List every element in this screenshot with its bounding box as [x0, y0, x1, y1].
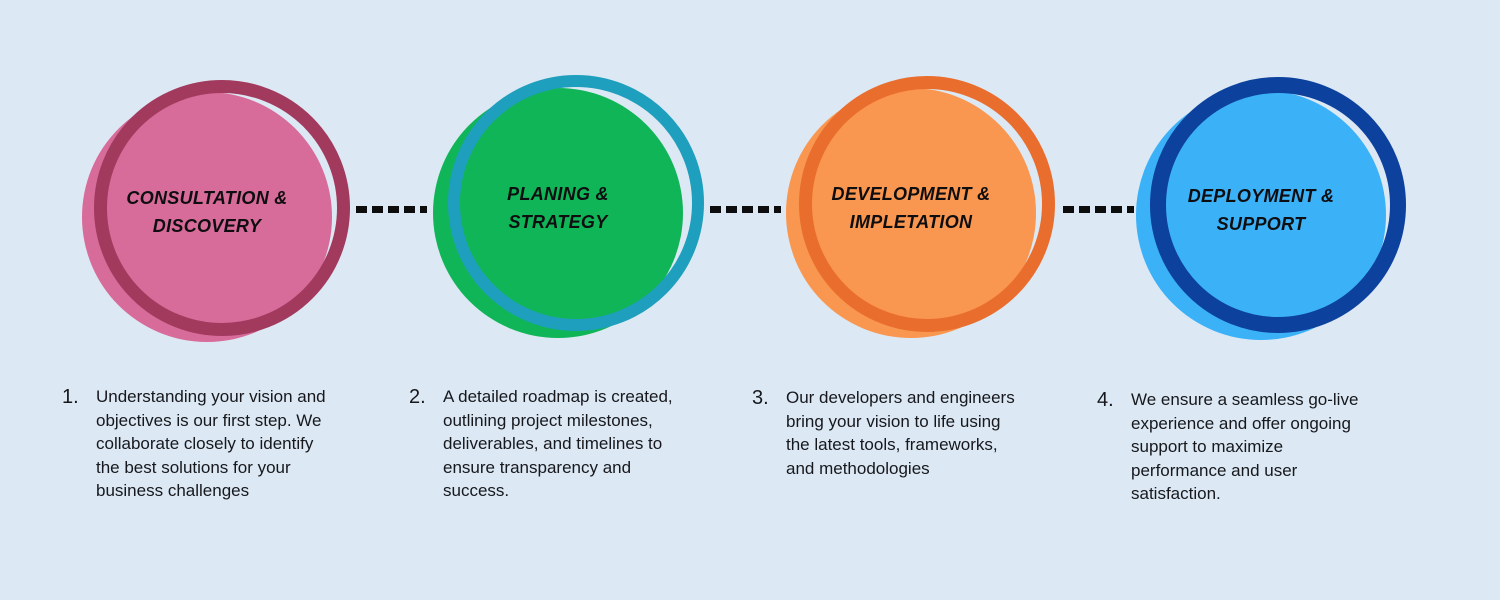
step-title: PLANING & STRATEGY [507, 184, 609, 232]
step-description: A detailed roadmap is created, outlining… [443, 387, 673, 500]
description-item-4: 4. We ensure a seamless go-live experien… [1097, 388, 1397, 506]
step-number: 4. [1097, 389, 1114, 411]
step-circle-development: DEVELOPMENT & IMPLETATION [786, 76, 1055, 338]
step-fill: DEPLOYMENT & SUPPORT [1136, 90, 1386, 340]
step-circle-planing: PLANING & STRATEGY [433, 75, 704, 338]
description-item-1: 1. Understanding your vision and objecti… [62, 385, 372, 503]
step-circle-consultation: CONSULTATION & DISCOVERY [82, 80, 350, 342]
step-description: Our developers and engineers bring your … [786, 388, 1015, 478]
step-number: 1. [62, 386, 79, 408]
step-description: We ensure a seamless go-live experience … [1131, 390, 1359, 503]
step-fill: CONSULTATION & DISCOVERY [82, 92, 332, 342]
dashed-connector-2 [710, 206, 781, 213]
description-item-3: 3. Our developers and engineers bring yo… [752, 386, 1052, 480]
description-item-2: 2. A detailed roadmap is created, outlin… [409, 385, 725, 503]
step-number: 3. [752, 387, 769, 409]
step-title: DEVELOPMENT & IMPLETATION [831, 184, 991, 232]
step-fill: DEVELOPMENT & IMPLETATION [786, 88, 1036, 338]
step-number: 2. [409, 386, 426, 408]
step-title: CONSULTATION & DISCOVERY [126, 188, 288, 236]
step-fill: PLANING & STRATEGY [433, 88, 683, 338]
step-title: DEPLOYMENT & SUPPORT [1187, 186, 1335, 234]
dashed-connector-1 [356, 206, 427, 213]
step-circle-deployment: DEPLOYMENT & SUPPORT [1136, 77, 1406, 340]
dashed-connector-3 [1063, 206, 1134, 213]
step-description: Understanding your vision and objectives… [96, 387, 326, 500]
